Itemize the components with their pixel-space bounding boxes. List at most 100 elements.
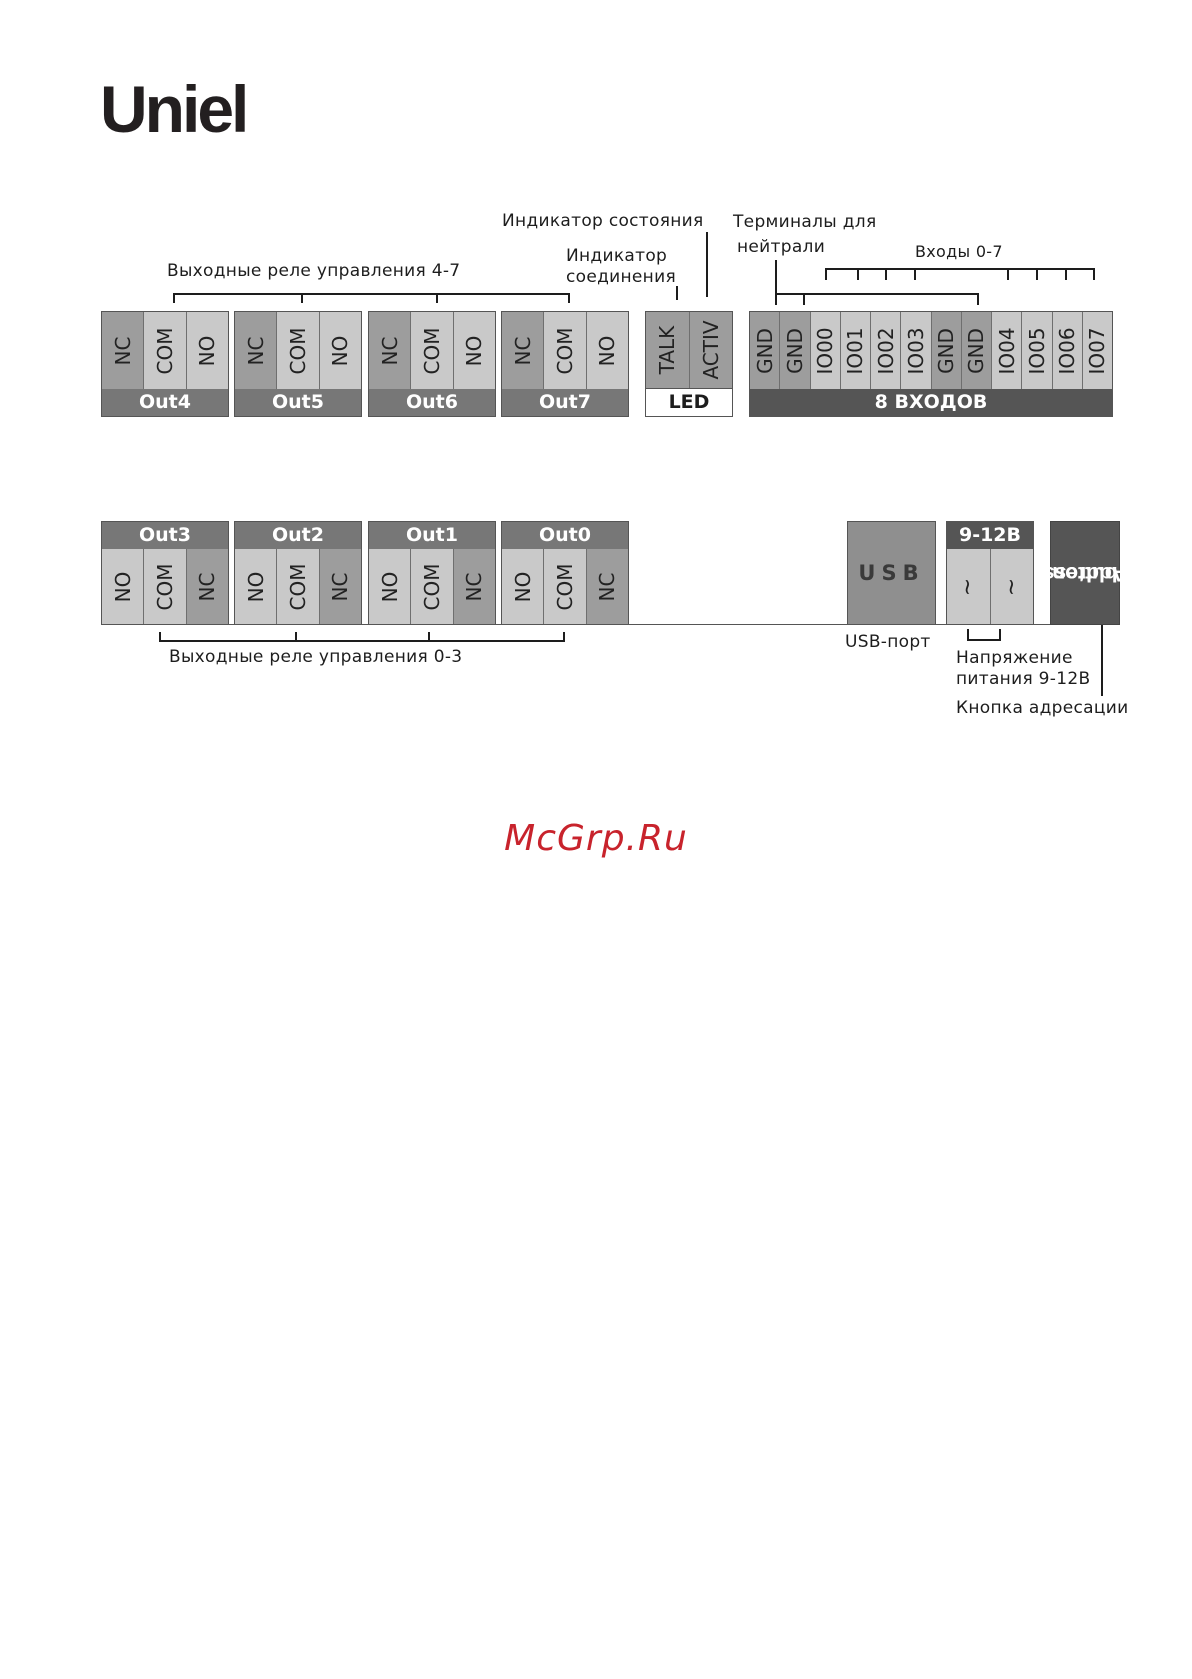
terminal-io00: IO00 — [810, 312, 841, 389]
led-label: LED — [646, 388, 732, 416]
terminal-io05: IO05 — [1022, 312, 1053, 389]
terminal-activ: ACTIV — [689, 312, 732, 388]
terminal-no: NO — [102, 549, 145, 624]
inputs-block: GND GND IO00 IO01 IO02 IO03 GND GND IO04… — [749, 311, 1113, 417]
relay-group-out1: Out1 NO COM NC — [368, 521, 496, 625]
watermark: McGrp.Ru — [504, 818, 688, 859]
annotation-supply-l1: Напряжение — [956, 648, 1073, 668]
group-label: Out2 — [235, 522, 361, 549]
pointer-activ — [706, 232, 708, 297]
terminal-com: COM — [411, 312, 454, 389]
relay-group-out3: Out3 NO COM NC — [101, 521, 229, 625]
bracket-tick — [967, 629, 969, 641]
terminal-nc: NC — [102, 312, 145, 389]
annotation-connection-indicator-l2: соединения — [566, 267, 676, 287]
pointer-talk — [676, 286, 678, 300]
bracket-tick — [173, 293, 175, 303]
annotation-supply-l2: питания 9-12В — [956, 669, 1091, 689]
terminal-no: NO — [319, 312, 361, 389]
group-label: Out1 — [369, 522, 495, 549]
bracket-relays-4-7 — [173, 293, 570, 295]
terminal-talk: TALK — [646, 312, 690, 388]
terminal-nc: NC — [319, 549, 361, 624]
group-label: Out7 — [502, 389, 628, 416]
bracket-tick — [159, 632, 161, 642]
terminal-gnd: GND — [961, 312, 992, 389]
terminal-io04: IO04 — [992, 312, 1023, 389]
terminal-io02: IO02 — [871, 312, 902, 389]
relay-group-out7: NC COM NO Out7 — [501, 311, 629, 417]
group-label: Out0 — [502, 522, 628, 549]
bracket-tick — [1093, 268, 1095, 280]
group-label: Out5 — [235, 389, 361, 416]
terminal-no: NO — [502, 549, 545, 624]
bracket-relays-0-3 — [159, 640, 565, 642]
pointer-gnd — [775, 260, 777, 305]
annotation-address-button: Кнопка адресации — [956, 698, 1129, 718]
bracket-neutral — [775, 293, 979, 295]
terminal-no: NO — [586, 312, 628, 389]
terminal-no: NO — [235, 549, 278, 624]
terminal-nc: NC — [502, 312, 545, 389]
annotation-relays-0-3: Выходные реле управления 0-3 — [169, 647, 463, 667]
bracket-tick — [428, 632, 430, 642]
bracket-tick — [857, 268, 859, 280]
terminal-nc: NC — [453, 549, 495, 624]
terminal-nc: NC — [369, 312, 412, 389]
terminal-ac-2: ~ — [990, 549, 1033, 624]
annotation-relays-4-7: Выходные реле управления 4-7 — [167, 261, 461, 281]
bracket-tick — [301, 293, 303, 303]
terminal-io07: IO07 — [1082, 312, 1112, 389]
terminal-com: COM — [277, 312, 320, 389]
terminal-no: NO — [186, 312, 228, 389]
terminal-com: COM — [544, 549, 587, 624]
bracket-tick — [977, 293, 979, 305]
uniel-logo: Uniel — [100, 72, 249, 146]
terminal-io01: IO01 — [840, 312, 871, 389]
board-edge-line — [101, 624, 1120, 625]
bracket-tick — [436, 293, 438, 303]
usb-port: USB — [847, 521, 936, 625]
bracket-tick — [295, 632, 297, 642]
power-block: 9-12В ~ ~ — [946, 521, 1034, 625]
annotation-status-indicator: Индикатор состояния — [502, 211, 704, 231]
terminal-no: NO — [369, 549, 412, 624]
led-block: TALK ACTIV LED — [645, 311, 733, 417]
annotation-connection-indicator-l1: Индикатор — [566, 246, 668, 266]
bracket-tick — [563, 632, 565, 642]
terminal-nc: NC — [586, 549, 628, 624]
power-label: 9-12В — [947, 522, 1033, 549]
terminal-com: COM — [277, 549, 320, 624]
annotation-usb-port: USB-порт — [845, 632, 931, 652]
bracket-tick — [1007, 268, 1009, 280]
group-label: Out6 — [369, 389, 495, 416]
annotation-neutral-terminals-l1: Терминалы для — [733, 212, 877, 232]
group-label: Out3 — [102, 522, 228, 549]
annotation-inputs-0-7: Входы 0-7 — [915, 242, 1003, 261]
bracket-inputs — [825, 268, 1095, 270]
terminal-com: COM — [544, 312, 587, 389]
annotation-neutral-terminals-l2: нейтрали — [737, 237, 826, 257]
terminal-nc: NC — [235, 312, 278, 389]
bracket-tick — [803, 293, 805, 305]
terminal-com: COM — [144, 549, 187, 624]
bracket-tick — [825, 268, 827, 280]
terminal-com: COM — [144, 312, 187, 389]
address-button-line2: button — [1052, 562, 1118, 585]
terminal-io06: IO06 — [1052, 312, 1083, 389]
relay-group-out4: NC COM NO Out4 — [101, 311, 229, 417]
terminal-gnd: GND — [750, 312, 781, 389]
terminal-no: NO — [453, 312, 495, 389]
relay-group-out6: NC COM NO Out6 — [368, 311, 496, 417]
terminal-gnd: GND — [780, 312, 811, 389]
pointer-address-button — [1101, 625, 1103, 696]
relay-group-out2: Out2 NO COM NC — [234, 521, 362, 625]
bracket-tick — [568, 293, 570, 303]
bracket-supply — [967, 639, 1001, 641]
relay-group-out5: NC COM NO Out5 — [234, 311, 362, 417]
terminal-nc: NC — [186, 549, 228, 624]
bracket-tick — [999, 629, 1001, 641]
relay-group-out0: Out0 NO COM NC — [501, 521, 629, 625]
bracket-tick — [914, 268, 916, 280]
